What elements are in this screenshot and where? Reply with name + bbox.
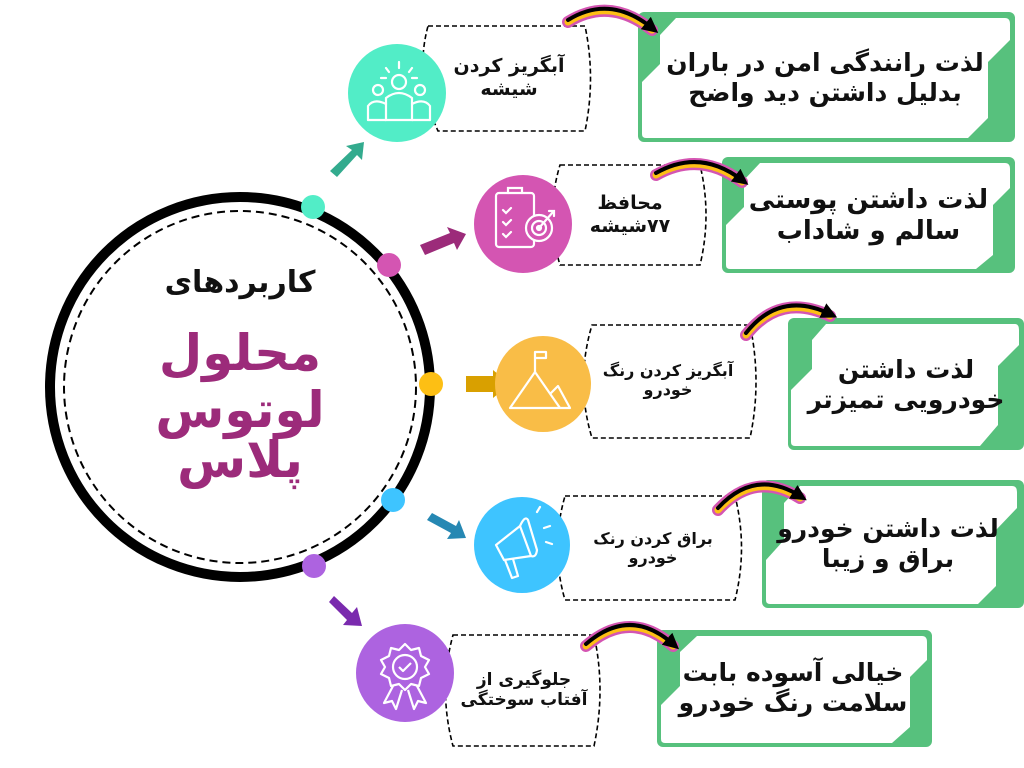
- item-label-4: براق کردن رنک خودرو: [566, 508, 740, 588]
- curved-arrow-5: [580, 621, 679, 652]
- mountain-flag-icon: [495, 336, 591, 432]
- curved-arrow-4: [712, 480, 807, 516]
- item-label-3: آبگریز کردن رنگ خودرو: [582, 340, 754, 420]
- benefit-4: لذت داشتن خودرو براق و زیبا: [760, 494, 1016, 594]
- benefit-2: لذت داشتن پوستی سالم و شاداب: [726, 168, 1011, 264]
- connector-arrow-1: [330, 142, 364, 177]
- benefit-5-line1: خیالی آسوده بابت: [682, 658, 904, 687]
- benefit-3: لذت داشتن خودرویی تمیزتر: [792, 330, 1020, 440]
- center-title-line2: لوتوس پلاس: [155, 381, 325, 489]
- item-label-4-line1: براق کردن رنک: [593, 528, 713, 548]
- curved-arrow-3: [740, 301, 838, 341]
- item-label-1-line2: شیشه: [480, 78, 538, 100]
- benefit-2-line2: سالم و شاداب: [776, 216, 961, 246]
- benefit-2-line1: لذت داشتن پوستی: [748, 184, 989, 215]
- benefit-4-line2: براق و زیبا: [821, 544, 955, 573]
- clipboard-target-icon: [474, 175, 572, 273]
- benefit-1: لذت رانندگی امن در باران بدلیل داشتن دید…: [642, 28, 1008, 128]
- benefit-1-line1: لذت رانندگی امن در باران: [666, 48, 984, 77]
- benefit-1-line2: بدلیل داشتن دید واضح: [688, 78, 962, 107]
- item-label-1: آبگریز کردن شیشه: [440, 38, 578, 118]
- center-title-line1: محلول: [158, 324, 322, 382]
- benefit-frame-5: [657, 630, 932, 747]
- benefit-3-line1: لذت داشتن: [837, 355, 975, 384]
- item-label-5-line2: آفتاب سوختگی: [460, 690, 588, 710]
- item-label-3-line1: آبگریز کردن رنگ: [602, 360, 734, 380]
- ring-dot-teal: [301, 195, 325, 219]
- benefit-frame-2: [722, 157, 1015, 273]
- ring-dot-yellow: [419, 372, 443, 396]
- connector-arrow-5: [329, 596, 362, 626]
- team-icon: [348, 44, 446, 142]
- item-label-2-line2: ۷۷شیشه: [589, 215, 671, 237]
- curved-arrow-1: [562, 4, 659, 36]
- award-badge-icon: [356, 624, 454, 722]
- ring-dot-pink: [377, 253, 401, 277]
- item-label-5: جلوگیری از آفتاب سوختگی: [444, 650, 604, 730]
- megaphone-icon: [474, 497, 570, 593]
- benefit-frame-4: [762, 480, 1024, 608]
- curved-arrow-2: [650, 158, 749, 188]
- benefit-5-line2: سلامت رنگ خودرو: [678, 688, 908, 717]
- benefit-3-line2: خودرویی تمیزتر: [807, 385, 1005, 414]
- item-label-1-line1: آبگریز کردن: [453, 55, 565, 78]
- item-label-4-line2: خودرو: [628, 548, 678, 567]
- item-label-5-line1: جلوگیری از: [476, 669, 572, 690]
- ring-dot-purple: [302, 554, 326, 578]
- center-subtitle: کاربردهای: [164, 265, 316, 300]
- connector-arrow-4: [427, 513, 466, 539]
- item-label-2: محافظ ۷۷شیشه: [570, 176, 690, 254]
- item-label-3-line2: خودرو: [643, 380, 693, 399]
- benefit-frame-3: [788, 318, 1024, 450]
- item-label-2-line1: محافظ: [597, 192, 663, 215]
- benefit-frame-1: [638, 12, 1015, 142]
- benefit-4-line1: لذت داشتن خودرو: [777, 514, 999, 543]
- benefit-5: خیالی آسوده بابت سلامت رنگ خودرو: [660, 640, 926, 736]
- ring-dot-blue: [381, 488, 405, 512]
- connector-arrow-2: [420, 227, 466, 255]
